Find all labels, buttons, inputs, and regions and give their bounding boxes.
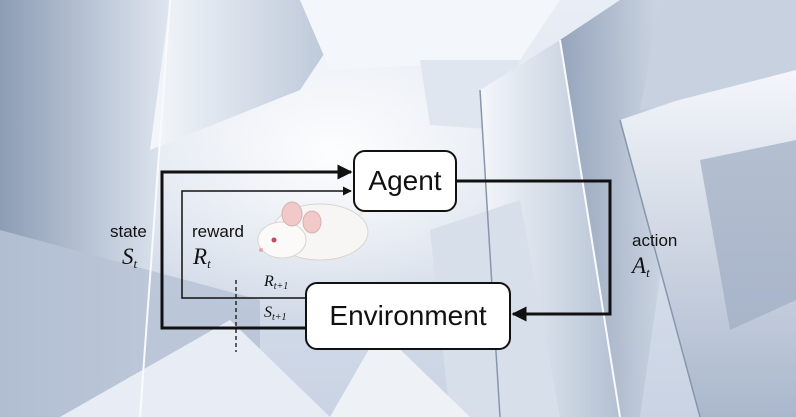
state-symbol: St	[122, 244, 138, 271]
state-label: state	[110, 222, 147, 241]
wall-edge	[559, 39, 621, 417]
wall-edge	[479, 89, 501, 417]
reward-arrow	[181, 186, 352, 299]
maze-wall	[60, 320, 330, 417]
agent-label: Agent	[368, 165, 442, 196]
agent-node: Agent	[353, 150, 457, 212]
wall-edge	[619, 119, 701, 417]
action-symbol: At	[632, 253, 650, 280]
next-reward-symbol: Rt+1	[264, 273, 289, 292]
next-state-symbol: St+1	[264, 304, 287, 323]
maze-wall	[560, 0, 700, 417]
maze-wall	[300, 0, 560, 70]
maze-wall	[640, 0, 796, 110]
maze-wall	[150, 0, 360, 150]
environment-node: Environment	[305, 282, 511, 350]
action-label: action	[632, 231, 678, 250]
wall-edge	[139, 0, 171, 417]
maze-wall	[330, 330, 470, 417]
mouse-image	[257, 149, 376, 261]
reward-symbol: Rt	[193, 244, 211, 271]
environment-label: Environment	[329, 300, 487, 331]
state-arrow	[160, 164, 353, 330]
reward-label: reward	[192, 222, 244, 241]
maze-wall	[700, 140, 796, 330]
action-arrow	[457, 179, 612, 322]
